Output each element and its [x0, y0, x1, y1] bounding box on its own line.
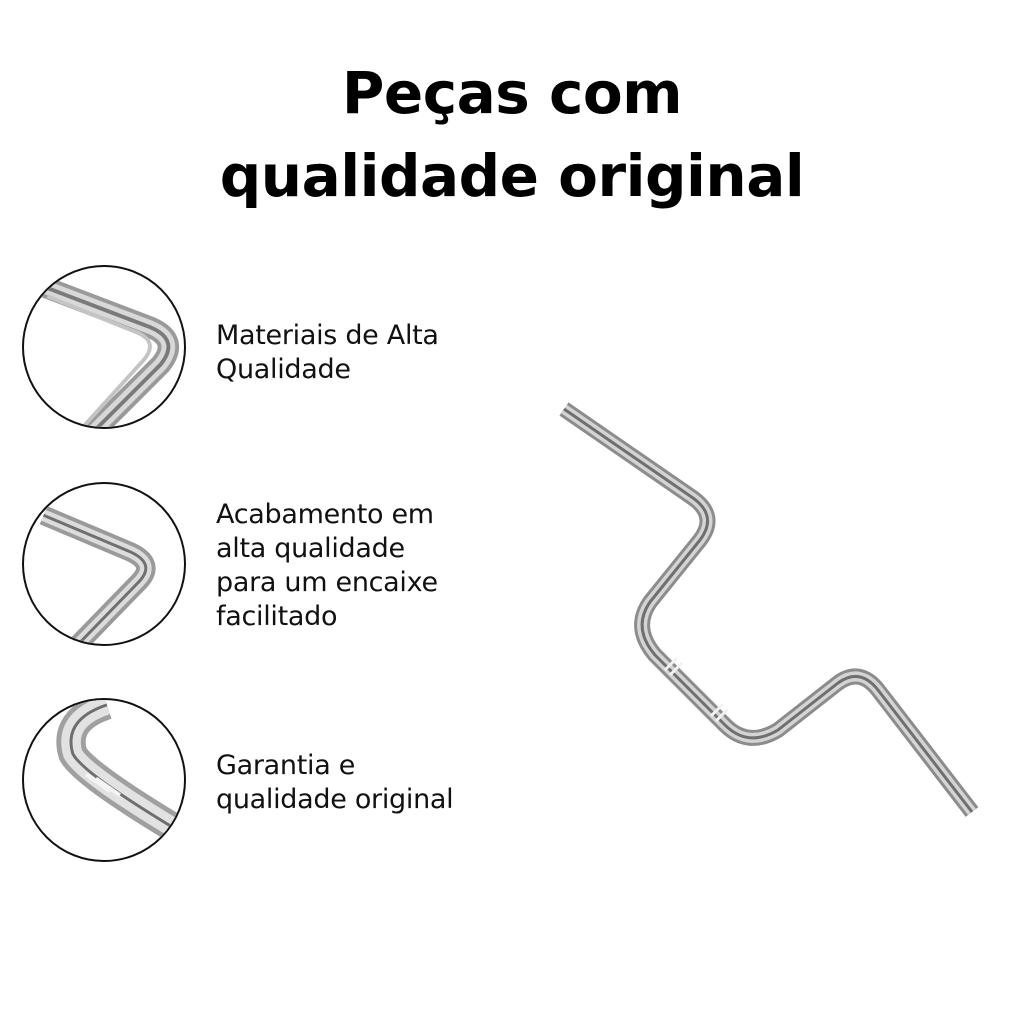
feature-1-image — [22, 265, 186, 429]
feature-3-text: Garantia e qualidade original — [216, 749, 454, 817]
feature-1-line-2: Qualidade — [216, 354, 351, 385]
feature-2-line-2: alta qualidade — [216, 533, 405, 564]
feature-3-line-1: Garantia e — [216, 750, 356, 781]
feature-2-line-1: Acabamento em — [216, 499, 434, 530]
feature-2-line-3: para um encaixe — [216, 567, 438, 598]
feature-1-text: Materiais de Alta Qualidade — [216, 319, 439, 387]
headline-line-1: Peças com — [341, 59, 683, 127]
feature-3-image — [22, 698, 186, 862]
headline-line-2: qualidade original — [219, 142, 805, 210]
feature-1-line-1: Materiais de Alta — [216, 320, 439, 351]
feature-3-line-2: qualidade original — [216, 784, 454, 815]
headline: Peças com qualidade original — [0, 52, 1024, 218]
feature-2-text: Acabamento em alta qualidade para um enc… — [216, 498, 438, 634]
feature-2-image — [22, 482, 186, 646]
feature-2-line-4: facilitado — [216, 601, 338, 632]
tube-bend-closeup-icon — [39, 506, 156, 644]
tube-bend-closeup-icon — [39, 276, 180, 427]
tube-bend-closeup-icon — [56, 700, 184, 845]
